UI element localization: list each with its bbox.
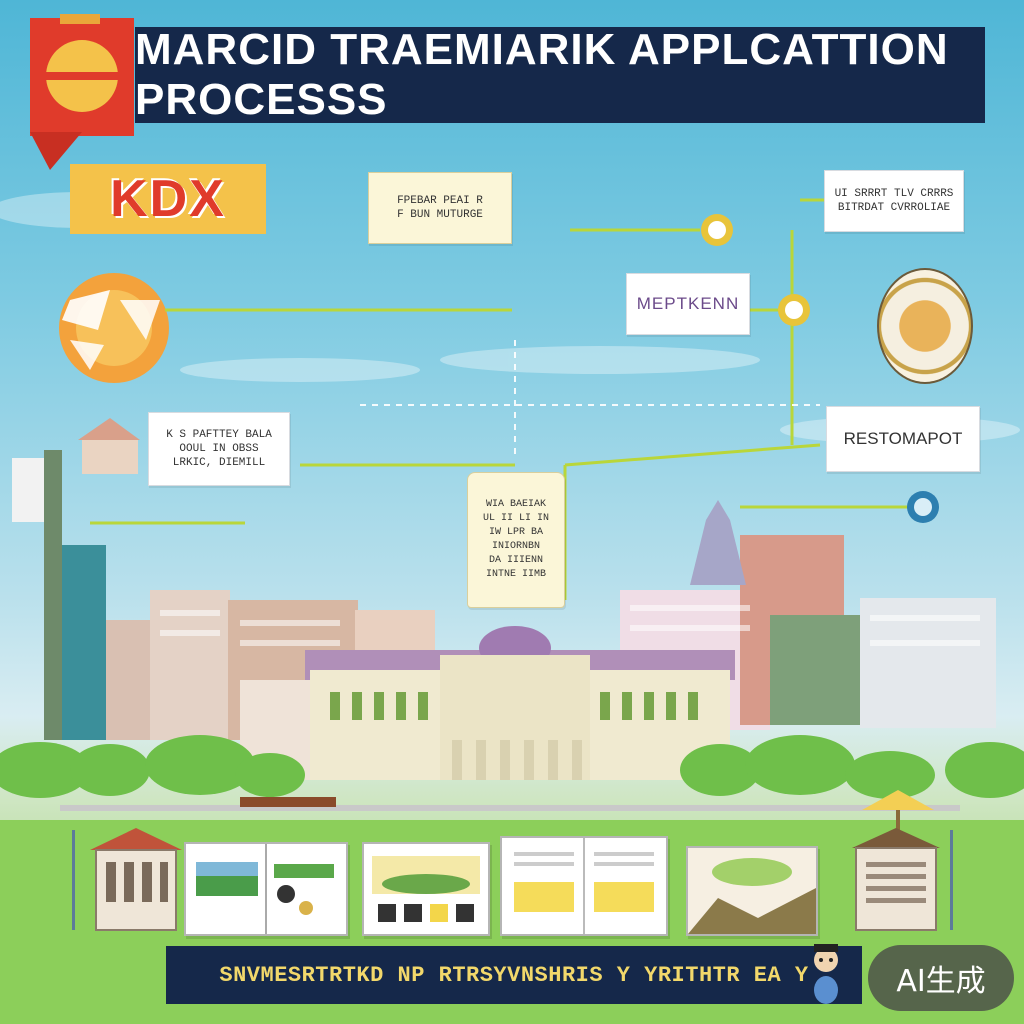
bottom-house-left (90, 828, 182, 932)
door-badge-icon (877, 268, 973, 384)
kdx-sticker: KDX (70, 164, 266, 234)
card-left: K S PAFTTEY BALA OOUL IN OBSS LRKIC, DIE… (148, 412, 290, 486)
note-top-center: FPEBAR PEAI R F BUN MUTURGE (368, 172, 512, 244)
mascot-icon (814, 944, 838, 1004)
panel-landscape-illustration (686, 846, 818, 936)
footer-banner: SNVMESRTRTKD NP RTRSYVNSHRIS Y YRITHTR E… (166, 946, 862, 1004)
logo-flag-icon (30, 14, 134, 170)
scroll-note: WIA BAEIAK UL II LI IN IW LPR BA INIORNB… (467, 472, 565, 608)
card-top-right: UI SRRRT TLV CRRRS BITRDAT CVRROLIAE (824, 170, 964, 232)
panel-document-illustration (500, 836, 668, 936)
page-title: MARCID TRAEMIARIK APPLCATTION PROCESSS (135, 25, 985, 124)
bottom-house-right (852, 828, 940, 932)
ai-generated-watermark: AI生成 (868, 945, 1014, 1011)
card-right: RESTOMAPOT (826, 406, 980, 472)
label-middle: MEPTKENN (626, 273, 750, 335)
panel-icons-illustration (362, 842, 490, 936)
panel-map-illustration (184, 842, 348, 936)
